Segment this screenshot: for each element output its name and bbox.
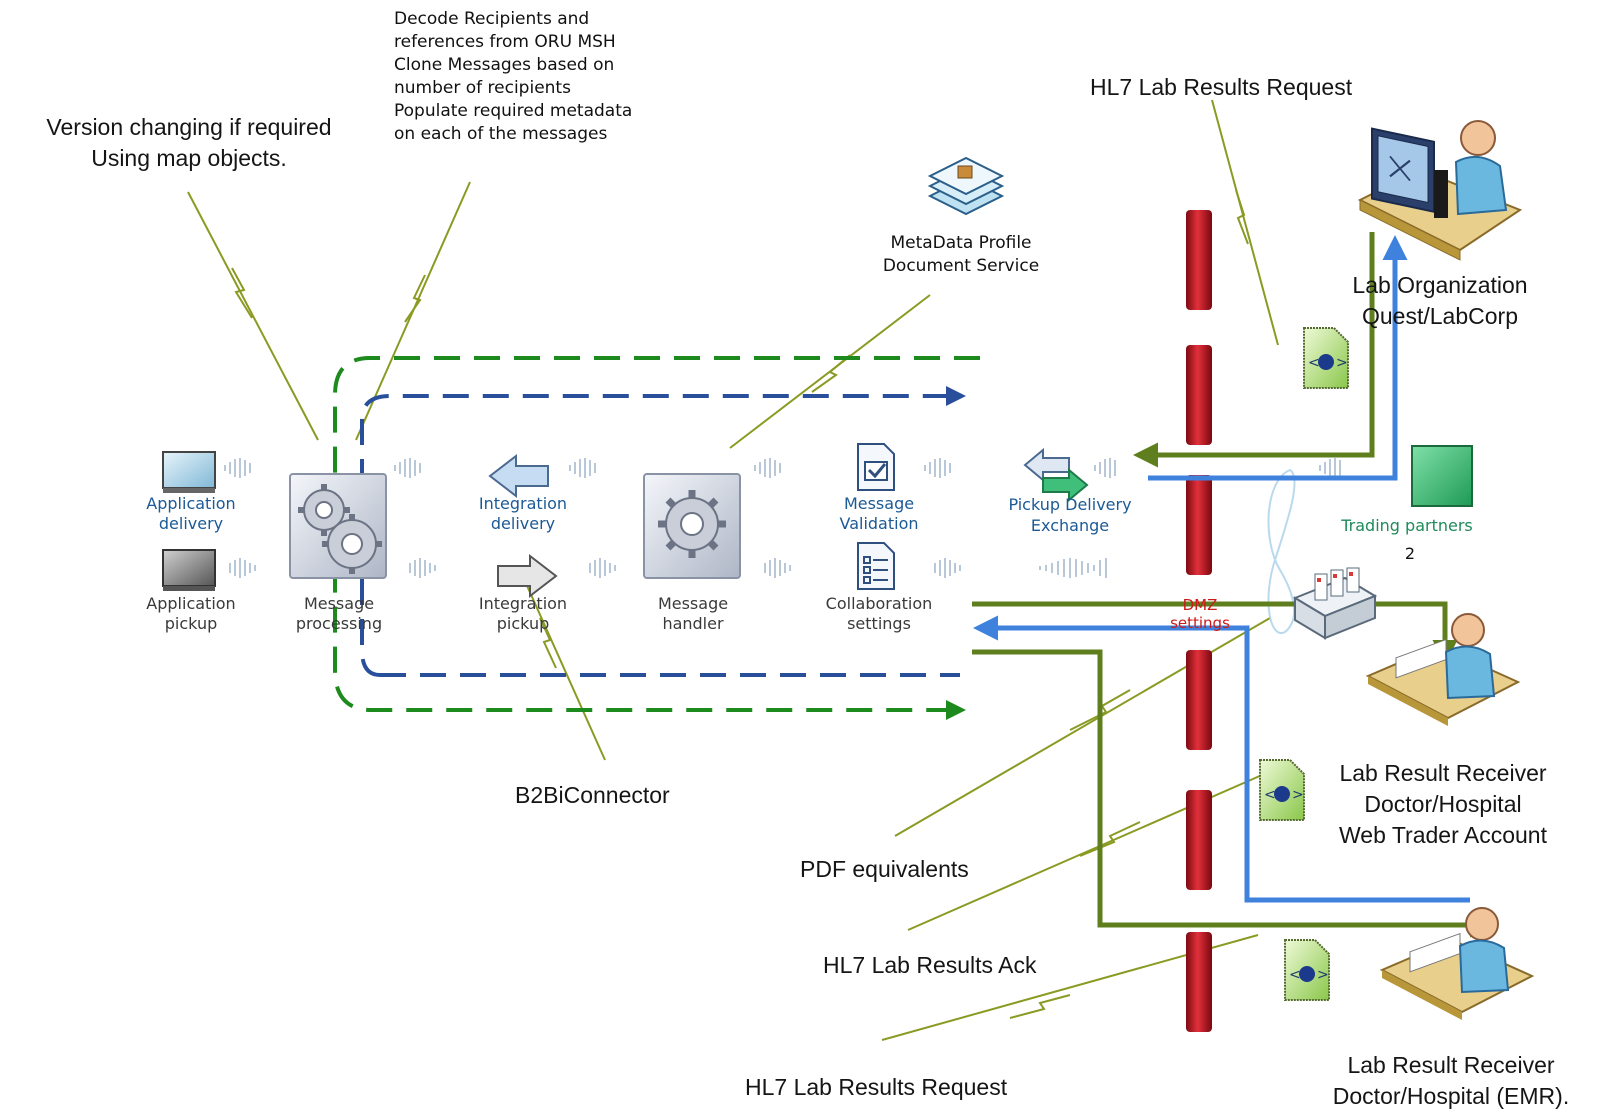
web-trader-to-collab-flow <box>973 615 1470 903</box>
svg-text:<: < <box>1308 355 1320 371</box>
collab-to-emr-flow <box>972 649 1495 938</box>
monitor-icon <box>162 451 216 493</box>
node-application-pickup[interactable]: Application pickup <box>146 594 236 633</box>
annotation-decode-recipients: Decode Recipients and references from OR… <box>394 9 633 144</box>
checklist-document-icon <box>857 443 895 491</box>
dmz-bar <box>1186 790 1212 890</box>
loop-curve <box>1267 468 1296 634</box>
signal-waves <box>224 458 1341 578</box>
node-message-handler[interactable]: Message handler <box>657 594 729 633</box>
node-application-delivery[interactable]: Application delivery <box>146 494 236 533</box>
annotation-version-changing: Version changing if required Using map o… <box>46 114 332 171</box>
dmz-bar <box>1186 345 1212 445</box>
annotation-hl7-ack: HL7 Lab Results Ack <box>823 952 1037 978</box>
node-collaboration-settings[interactable]: Collaboration settings <box>825 594 933 633</box>
annotation-pdf-equivalents: PDF equivalents <box>800 856 969 882</box>
arrow-left-icon <box>488 453 549 499</box>
lab-technician-icon <box>1357 120 1523 261</box>
node-dmz-settings[interactable]: DMZ settings <box>1170 596 1230 632</box>
annotation-lab-organization: Lab Organization Quest/LabCorp <box>1352 272 1528 329</box>
gears-icon <box>289 473 387 579</box>
gear-icon <box>643 473 741 579</box>
hl7-document-icon: < > <box>1284 939 1330 1001</box>
annotation-hl7-request-top: HL7 Lab Results Request <box>1090 74 1353 100</box>
dmz-bar <box>1186 932 1212 1032</box>
receiver-person-icon <box>1365 613 1521 726</box>
trading-partners-count: 2 <box>1404 544 1416 563</box>
node-pickup-delivery-exchange[interactable]: Pickup Delivery Exchange <box>1008 495 1132 535</box>
node-integration-delivery[interactable]: Integration delivery <box>478 494 568 533</box>
exchange-to-lab-flow <box>1148 235 1408 481</box>
node-message-processing[interactable]: Message processing <box>295 594 383 633</box>
node-integration-pickup[interactable]: Integration pickup <box>478 594 568 633</box>
node-message-validation[interactable]: Message Validation <box>839 494 919 533</box>
exchange-arrows-icon <box>1023 447 1089 503</box>
hl7-document-icon: < > <box>1303 327 1349 389</box>
svg-text:<: < <box>1289 967 1301 983</box>
monitor-dark-icon <box>162 549 216 591</box>
arrow-right-icon <box>497 553 558 599</box>
annotation-metadata-profile: MetaData Profile Document Service <box>882 233 1040 276</box>
svg-text:>: > <box>1292 787 1304 803</box>
svg-text:>: > <box>1336 355 1348 371</box>
settings-document-icon <box>857 542 895 590</box>
annotation-receiver-emr: Lab Result Receiver Doctor/Hospital (EMR… <box>1332 1052 1570 1109</box>
dmz-bar <box>1186 650 1212 750</box>
document-stack-icon <box>927 156 1005 216</box>
hl7-document-icon: < > <box>1259 759 1305 821</box>
lab-to-exchange-flow <box>1133 232 1375 468</box>
dmz-bar <box>1186 210 1212 310</box>
file-rack-icon <box>1292 567 1378 640</box>
svg-text:>: > <box>1317 967 1329 983</box>
dmz-bar <box>1186 475 1212 575</box>
receiver-person-icon <box>1379 907 1535 1020</box>
svg-text:<: < <box>1264 787 1276 803</box>
annotation-b2bi-connector: B2BiConnector <box>515 782 670 808</box>
node-trading-partners[interactable]: Trading partners <box>1341 516 1473 535</box>
annotation-hl7-request-bottom: HL7 Lab Results Request <box>745 1074 1008 1100</box>
dmz-barrier <box>1186 210 1212 1032</box>
annotation-receiver-web-trader: Lab Result Receiver Doctor/Hospital Web … <box>1339 760 1547 848</box>
trading-partners-icon <box>1411 445 1473 507</box>
